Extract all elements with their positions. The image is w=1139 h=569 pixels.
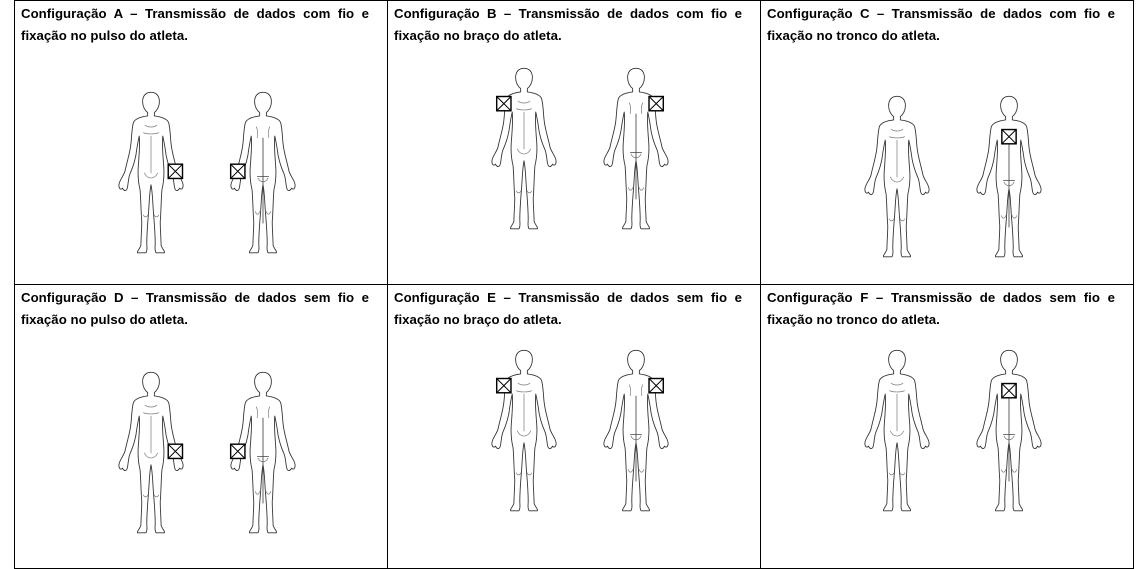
configuration-table: Configuração A – Transmissão de dados co…	[14, 0, 1134, 569]
config-f-caption: Configuração F – Transmissão de dados se…	[761, 285, 1133, 331]
body-back-figure	[594, 347, 678, 515]
body-back-figure	[594, 65, 678, 233]
sensor-marker-icon	[231, 444, 245, 458]
body-back-figure	[221, 369, 305, 537]
config-b-caption: Configuração B – Transmissão de dados co…	[388, 1, 760, 47]
config-cell-e: Configuração E – Transmissão de dados se…	[388, 285, 761, 569]
config-cell-b: Configuração B – Transmissão de dados co…	[388, 1, 761, 285]
body-front-figure	[109, 89, 193, 257]
config-c-caption: Configuração C – Transmissão de dados co…	[761, 1, 1133, 47]
body-back-figure	[967, 347, 1051, 515]
sensor-marker-icon	[168, 164, 182, 178]
sensor-marker-icon	[168, 444, 182, 458]
table-row: Configuração A – Transmissão de dados co…	[15, 1, 1134, 285]
table-row: Configuração D – Transmissão de dados se…	[15, 285, 1134, 569]
body-back-figure	[967, 93, 1051, 261]
config-cell-a: Configuração A – Transmissão de dados co…	[15, 1, 388, 285]
body-front-figure	[855, 347, 939, 515]
body-front-figure	[855, 93, 939, 261]
sensor-marker-icon	[1002, 130, 1016, 144]
config-e-caption: Configuração E – Transmissão de dados se…	[388, 285, 760, 331]
body-front-figure	[482, 65, 566, 233]
sensor-marker-icon	[497, 97, 511, 111]
body-back-figure	[221, 89, 305, 257]
body-front-figure	[109, 369, 193, 537]
config-cell-d: Configuração D – Transmissão de dados se…	[15, 285, 388, 569]
sensor-marker-icon	[1002, 384, 1016, 398]
sensor-marker-icon	[649, 379, 663, 393]
sensor-marker-icon	[649, 97, 663, 111]
config-cell-f: Configuração F – Transmissão de dados se…	[761, 285, 1134, 569]
config-a-caption: Configuração A – Transmissão de dados co…	[15, 1, 387, 47]
config-d-caption: Configuração D – Transmissão de dados se…	[15, 285, 387, 331]
sensor-marker-icon	[497, 379, 511, 393]
config-cell-c: Configuração C – Transmissão de dados co…	[761, 1, 1134, 285]
body-front-figure	[482, 347, 566, 515]
sensor-marker-icon	[231, 164, 245, 178]
